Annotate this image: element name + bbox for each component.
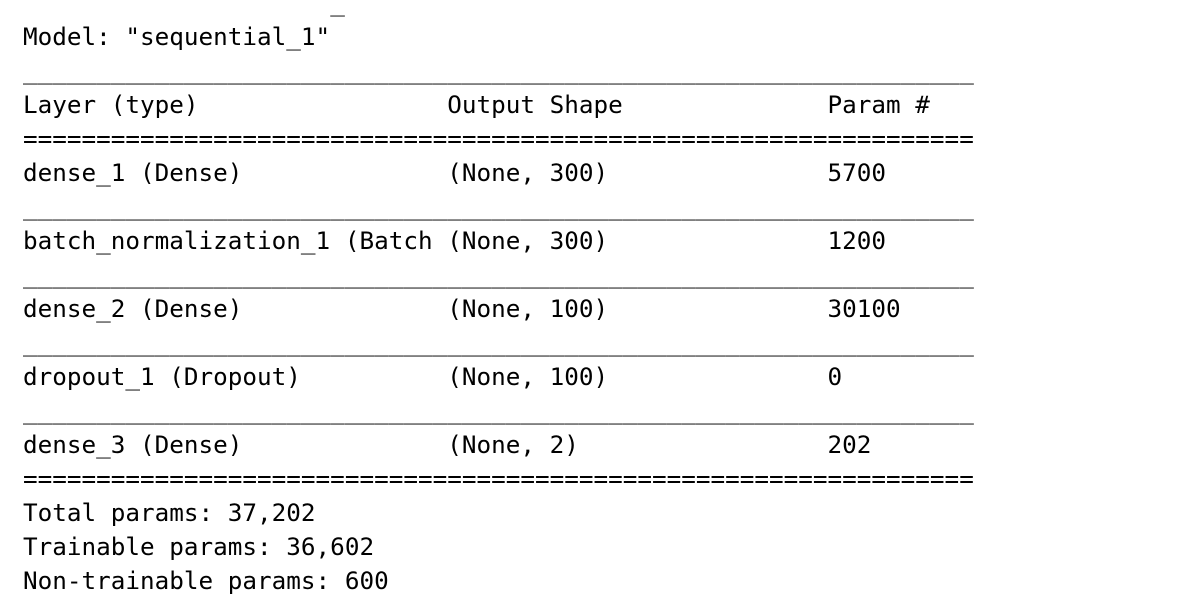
row-separator: ________________________________________… xyxy=(23,328,974,357)
row-separator: ________________________________________… xyxy=(23,260,974,289)
trainable-params: Trainable params: 36,602 xyxy=(23,532,375,561)
total-params: Total params: 37,202 xyxy=(23,498,316,527)
row-separator: ________________________________________… xyxy=(23,396,974,425)
non-trainable-params: Non-trainable params: 600 xyxy=(23,566,389,595)
model-summary-output: _ Model: "sequential_1" __________________… xyxy=(23,0,974,598)
model-name-line: Model: "sequential_1" xyxy=(23,22,331,51)
layer-row: dropout_1 (Dropout) (None, 100) 0 xyxy=(23,362,974,391)
layer-row: dense_3 (Dense) (None, 2) 202 xyxy=(23,430,974,459)
header-double-rule: ========================================… xyxy=(23,124,974,153)
layer-row: batch_normalization_1 (Batch (None, 300)… xyxy=(23,226,974,255)
layer-row: dense_2 (Dense) (None, 100) 30100 xyxy=(23,294,974,323)
footer-double-rule: ========================================… xyxy=(23,464,974,493)
top-rule: ________________________________________… xyxy=(23,56,974,85)
cutoff-fragment: _ xyxy=(330,0,345,17)
layer-row: dense_1 (Dense) (None, 300) 5700 xyxy=(23,158,974,187)
table-header: Layer (type) Output Shape Param # xyxy=(23,90,974,119)
row-separator: ________________________________________… xyxy=(23,192,974,221)
cutoff-fragment-line: _ xyxy=(23,0,974,20)
